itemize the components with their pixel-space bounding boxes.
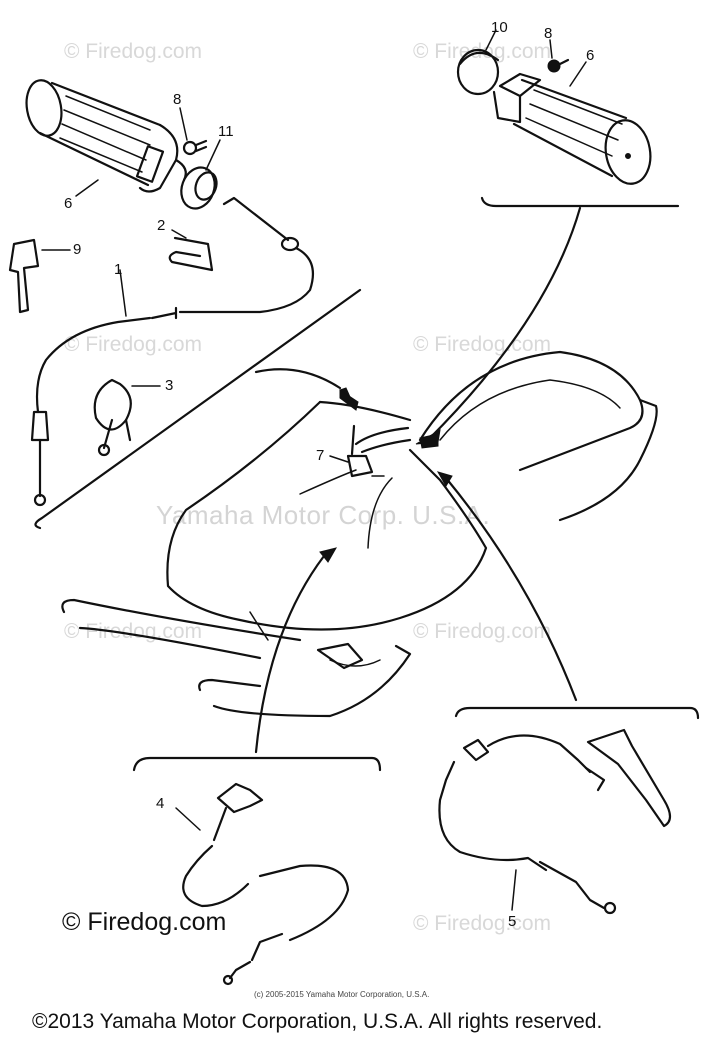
screw-left-part <box>179 107 208 156</box>
panel-border-bottom-left <box>132 756 382 772</box>
leader-arrow-right <box>426 206 582 442</box>
collar-part <box>180 139 221 210</box>
callout-number: 1 <box>114 261 123 278</box>
watermark: © Firedog.com <box>413 333 552 356</box>
callout-number: 5 <box>508 913 517 930</box>
callout-number: 6 <box>586 47 595 64</box>
watermark: © Firedog.com <box>64 333 203 356</box>
leader-arrow-bottom-left <box>254 554 326 754</box>
choke-cable-part <box>175 782 350 986</box>
watermark: © Firedog.com <box>413 912 552 935</box>
grip-right-part <box>492 61 652 185</box>
callout-number: 3 <box>165 377 174 394</box>
callout-number: 9 <box>73 241 82 258</box>
callout-number: 8 <box>544 25 553 42</box>
panel-border-bottom-right <box>454 706 700 720</box>
callout-number: 2 <box>157 217 166 234</box>
grip-left-part <box>25 79 187 197</box>
leader-arrow-bottom-right <box>444 476 578 702</box>
firedog-brand: © Firedog.com <box>62 908 227 936</box>
callout-number: 11 <box>218 123 234 140</box>
clip-part <box>168 229 214 272</box>
callout-number: 6 <box>64 195 73 212</box>
copyright-notice: ©2013 Yamaha Motor Corporation, U.S.A. A… <box>32 1010 603 1033</box>
callout-number: 8 <box>173 91 182 108</box>
watermark-center: Yamaha Motor Corp. U.S.A. <box>156 500 491 530</box>
ring-part <box>456 29 500 96</box>
brake-cable-part <box>438 728 672 915</box>
throttle-cable-lower <box>30 269 152 507</box>
small-copyright: (c) 2005-2015 Yamaha Motor Corporation, … <box>254 990 430 999</box>
callout-number: 7 <box>316 447 325 464</box>
leader-arrow-left <box>254 368 342 390</box>
strap-part <box>8 238 71 314</box>
watermark: © Firedog.com <box>64 620 203 643</box>
panel-border-upper-right <box>480 196 680 208</box>
watermark: © Firedog.com <box>413 620 552 643</box>
callout-number: 4 <box>156 795 165 812</box>
snowmobile-body <box>61 350 658 718</box>
throttle-cable-upper <box>150 196 314 320</box>
cable-clamp-part <box>93 378 161 457</box>
callout-number: 10 <box>491 19 508 36</box>
watermark: © Firedog.com <box>64 40 203 63</box>
panel-border-upper-left <box>34 288 362 530</box>
screw-right-part <box>547 39 570 73</box>
